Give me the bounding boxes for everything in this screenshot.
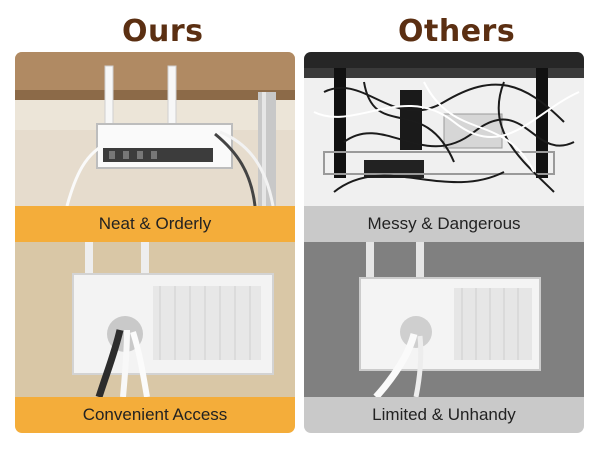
others-top-caption: Messy & Dangerous [367,214,521,233]
ours-tray-desk-photo [15,52,295,206]
ours-tray-closeup-photo [15,242,295,397]
others-heading: Others [398,14,516,49]
ours-heading: Ours [122,14,204,49]
ours-top-caption: Neat & Orderly [98,214,212,233]
others-column: Messy & Dangerous Limited & Unhandy [304,52,584,433]
ours-column: Neat & Orderly Convenient Access [15,52,295,433]
others-basket-photo [304,242,584,397]
others-bottom-caption: Limited & Unhandy [372,405,516,424]
ours-bottom-caption: Convenient Access [82,405,228,424]
others-messy-cables-photo [304,52,584,206]
